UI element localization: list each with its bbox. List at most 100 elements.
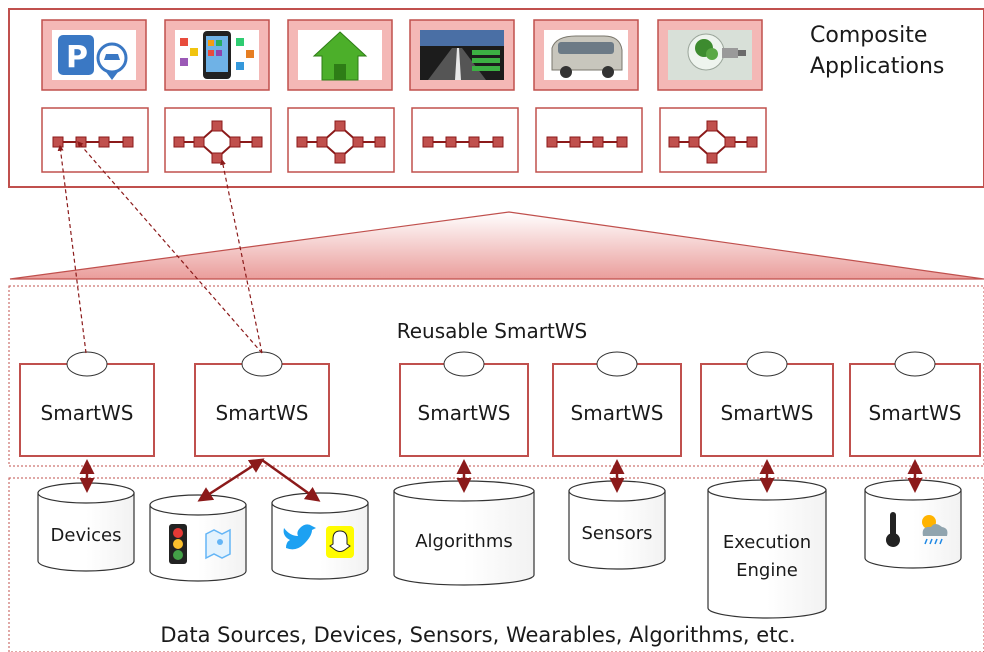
data-source-cylinder (864, 479, 962, 569)
data-source-cylinder: Sensors (568, 480, 666, 570)
smartws-label: SmartWS (418, 401, 511, 425)
smartws-service: SmartWS (19, 351, 155, 457)
data-source-label: Devices (51, 525, 122, 546)
home-icon (287, 19, 393, 91)
smartws-row: SmartWS SmartWS SmartWS SmartWS SmartWS Smart… (19, 351, 981, 457)
smartws-box (552, 363, 682, 457)
reusable-smartws-frame (8, 285, 984, 467)
reusable-smartws-label: Reusable SmartWS (397, 319, 588, 343)
vehicle-icon (533, 19, 639, 91)
service-interface-port (894, 351, 936, 377)
service-interface-port (443, 351, 485, 377)
smartws-box (194, 363, 330, 457)
light-bulb-icon (657, 19, 763, 91)
composition-links (57, 141, 263, 354)
composition-triangle (9, 211, 984, 280)
data-source-cylinder: Devices (37, 482, 135, 572)
workflow-node (706, 120, 718, 132)
workflow-node (592, 136, 604, 148)
workflow-node (211, 152, 223, 164)
smartws-box (700, 363, 834, 457)
connector-arrow (261, 458, 321, 502)
composition-link (77, 141, 263, 354)
smartws-service: SmartWS (849, 351, 981, 457)
service-interface-port (241, 351, 283, 377)
footer-label: Data Sources, Devices, Sensors, Wearable… (160, 623, 795, 647)
workflow-node (173, 136, 185, 148)
data-source-cylinder (149, 494, 247, 582)
workflow-node (706, 152, 718, 164)
smartws-label: SmartWS (721, 401, 814, 425)
workflow-node (122, 136, 134, 148)
workflow-node (251, 136, 263, 148)
workflow-node (569, 136, 581, 148)
data-source-label: Sensors (581, 523, 652, 544)
workflow-node (52, 136, 64, 148)
workflow-node (316, 136, 328, 148)
parking-icon: P (41, 19, 147, 91)
workflow-node (211, 120, 223, 132)
smartws-box (19, 363, 155, 457)
workflow-node (229, 136, 241, 148)
app-icons-row: P (41, 19, 763, 91)
workflow-node (296, 136, 308, 148)
composition-link (220, 158, 263, 354)
map-icon (205, 528, 231, 560)
smartws-label: SmartWS (571, 401, 664, 425)
workflow-node (688, 136, 700, 148)
workflow-node (492, 136, 504, 148)
composite-label-line2: Applications (810, 54, 944, 79)
workflow-node (334, 120, 346, 132)
workflow-node (616, 136, 628, 148)
service-interface-port (66, 351, 108, 377)
traffic-light-icon (169, 524, 187, 564)
smartws-label: SmartWS (41, 401, 134, 425)
workflow-node (334, 152, 346, 164)
workflow-box (164, 107, 272, 173)
smartws-service: SmartWS (700, 351, 834, 457)
weather-icon (922, 515, 948, 545)
workflow-node (724, 136, 736, 148)
service-interface-port (596, 351, 638, 377)
composite-label-line1: Composite (810, 23, 927, 48)
workflow-node (445, 136, 457, 148)
smartws-label: SmartWS (869, 401, 962, 425)
twitter-icon (283, 524, 316, 550)
data-source-cylinder: Algorithms (393, 480, 535, 586)
workflow-node (468, 136, 480, 148)
workflow-node (422, 136, 434, 148)
connector-arrow (197, 458, 265, 502)
smartws-service: SmartWS (399, 351, 529, 457)
workflow-node (98, 136, 110, 148)
workflow-box (535, 107, 643, 173)
workflow-node (668, 136, 680, 148)
smartphone-apps-icon (164, 19, 270, 91)
data-source-label: Engine (736, 560, 798, 581)
service-source-connectors (79, 458, 923, 502)
workflow-node (374, 136, 386, 148)
smartws-box (399, 363, 529, 457)
data-source-label: Algorithms (415, 531, 513, 552)
smartws-service: SmartWS (194, 351, 330, 457)
workflow-node (193, 136, 205, 148)
workflow-node (352, 136, 364, 148)
workflow-box (287, 107, 395, 173)
workflow-box (659, 107, 767, 173)
data-source-cylinder (271, 492, 369, 580)
workflow-box (411, 107, 519, 173)
snapchat-icon (326, 526, 354, 558)
smartws-label: SmartWS (216, 401, 309, 425)
workflow-row (41, 107, 767, 173)
svg-text:P: P (66, 40, 88, 75)
thermometer-icon (886, 512, 900, 547)
navigation-icon (409, 19, 515, 91)
data-source-label: Execution (723, 532, 811, 553)
smartws-service: SmartWS (552, 351, 682, 457)
workflow-node (546, 136, 558, 148)
service-interface-port (746, 351, 788, 377)
workflow-node (746, 136, 758, 148)
smartws-box (849, 363, 981, 457)
